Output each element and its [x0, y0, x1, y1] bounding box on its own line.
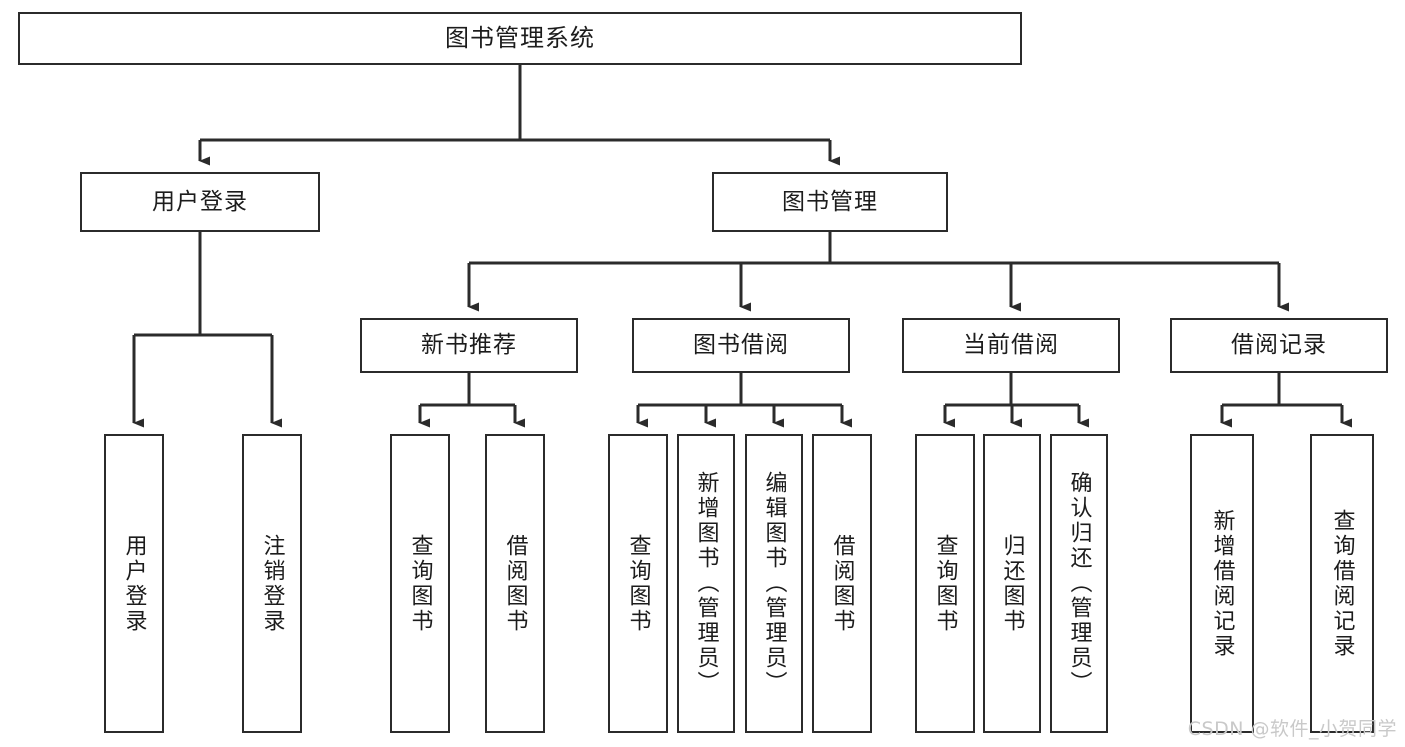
- node-new-book-recommend[interactable]: 新书推荐: [360, 318, 578, 373]
- node-leaf-logout[interactable]: 注销登录: [242, 434, 302, 733]
- node-label-leaf-confirm-return-admin: 确认归还（管理员）: [1066, 471, 1092, 696]
- node-label-leaf-borrow-book-2: 借阅图书: [829, 533, 855, 634]
- node-leaf-borrow-book-2[interactable]: 借阅图书: [812, 434, 872, 733]
- node-label-leaf-add-borrow-record: 新增借阅记录: [1209, 508, 1235, 659]
- node-label-leaf-borrow-book-1: 借阅图书: [502, 533, 528, 634]
- node-label-leaf-edit-book-admin: 编辑图书（管理员）: [761, 471, 787, 696]
- node-label-leaf-add-book-admin: 新增图书（管理员）: [693, 471, 719, 696]
- node-label-leaf-query-borrow-record: 查询借阅记录: [1329, 508, 1355, 659]
- node-current-borrow[interactable]: 当前借阅: [902, 318, 1120, 373]
- node-label-leaf-return-book: 归还图书: [999, 533, 1025, 634]
- node-leaf-confirm-return-admin[interactable]: 确认归还（管理员）: [1050, 434, 1108, 733]
- node-leaf-edit-book-admin[interactable]: 编辑图书（管理员）: [745, 434, 803, 733]
- node-leaf-add-book-admin[interactable]: 新增图书（管理员）: [677, 434, 735, 733]
- node-label-leaf-logout: 注销登录: [259, 533, 285, 634]
- node-label-root: 图书管理系统: [445, 23, 595, 52]
- node-label-borrow-record: 借阅记录: [1231, 332, 1327, 359]
- node-label-leaf-query-book-3: 查询图书: [932, 533, 958, 634]
- node-label-new-book-recommend: 新书推荐: [421, 332, 517, 359]
- node-label-current-borrow: 当前借阅: [963, 332, 1059, 359]
- node-leaf-query-book-3[interactable]: 查询图书: [915, 434, 975, 733]
- node-book-manage[interactable]: 图书管理: [712, 172, 948, 232]
- node-label-leaf-query-book-2: 查询图书: [625, 533, 651, 634]
- node-label-user-login: 用户登录: [152, 188, 248, 215]
- node-leaf-query-book-2[interactable]: 查询图书: [608, 434, 668, 733]
- node-leaf-return-book[interactable]: 归还图书: [983, 434, 1041, 733]
- node-root[interactable]: 图书管理系统: [18, 12, 1022, 65]
- node-label-book-manage: 图书管理: [782, 188, 878, 215]
- node-label-book-borrow: 图书借阅: [693, 332, 789, 359]
- node-user-login[interactable]: 用户登录: [80, 172, 320, 232]
- node-leaf-query-book-1[interactable]: 查询图书: [390, 434, 450, 733]
- node-label-leaf-query-book-1: 查询图书: [407, 533, 433, 634]
- node-leaf-add-borrow-record[interactable]: 新增借阅记录: [1190, 434, 1254, 733]
- watermark-text: CSDN @软件_小贺同学: [1187, 718, 1397, 740]
- node-book-borrow[interactable]: 图书借阅: [632, 318, 850, 373]
- node-label-leaf-user-login: 用户登录: [121, 533, 147, 634]
- node-leaf-user-login[interactable]: 用户登录: [104, 434, 164, 733]
- node-borrow-record[interactable]: 借阅记录: [1170, 318, 1388, 373]
- node-leaf-query-borrow-record[interactable]: 查询借阅记录: [1310, 434, 1374, 733]
- node-leaf-borrow-book-1[interactable]: 借阅图书: [485, 434, 545, 733]
